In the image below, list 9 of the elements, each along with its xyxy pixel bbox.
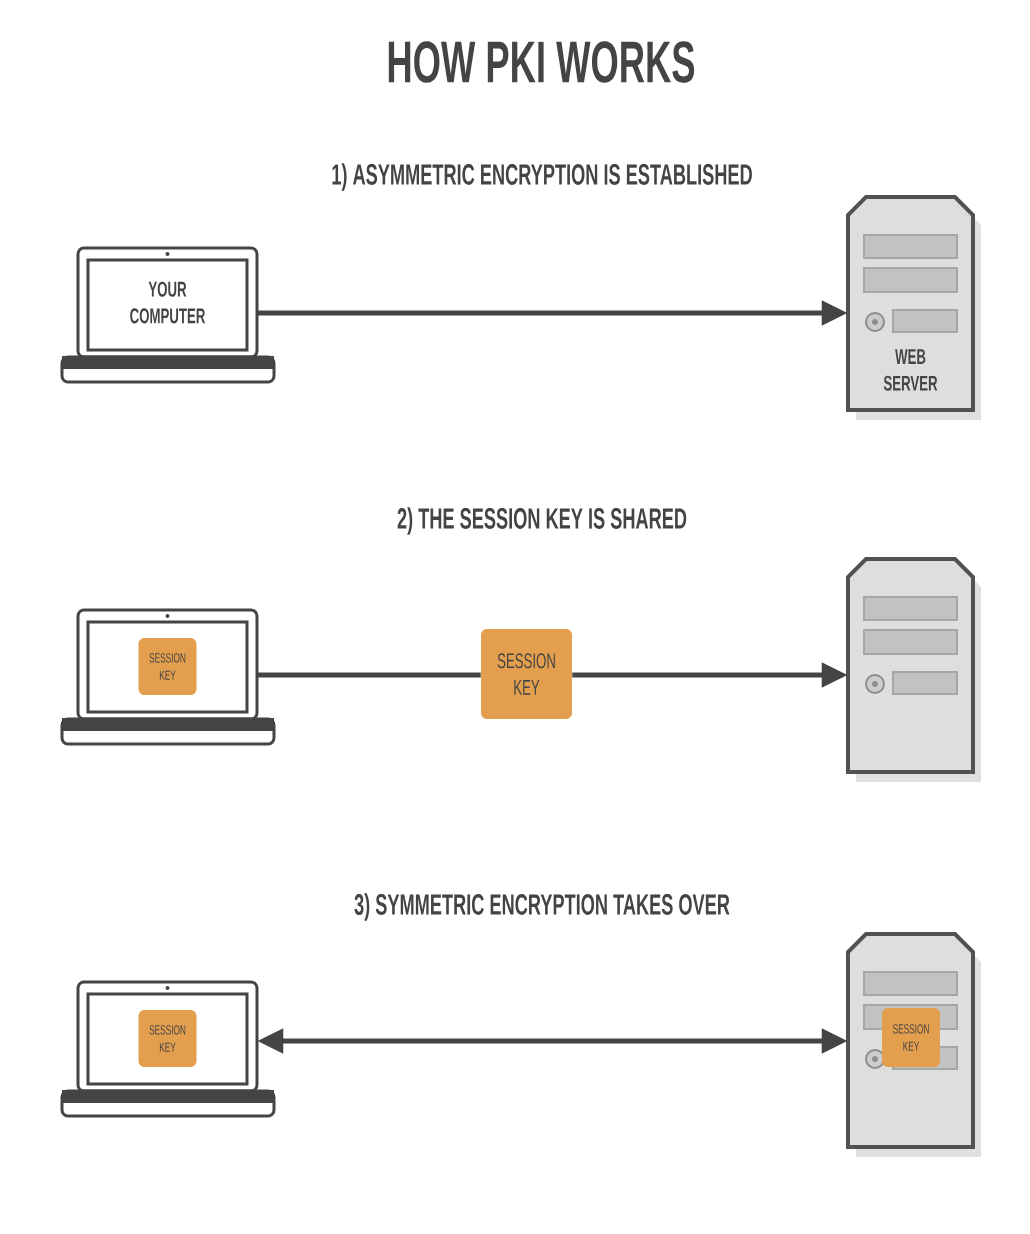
- server-drawing: [846, 557, 981, 782]
- session-key-box: SESSION KEY: [882, 1008, 940, 1067]
- session-key-box: SESSION KEY: [138, 638, 197, 695]
- title: HOW PKI WORKS: [388, 41, 695, 83]
- step-heading: 3) SYMMETRIC ENCRYPTION TAKES OVER: [354, 893, 730, 921]
- step-heading: 1) ASYMMETRIC ENCRYPTION IS ESTABLISHED: [332, 163, 752, 191]
- step-heading: 2) THE SESSION KEY IS SHARED: [397, 507, 687, 535]
- session-key-box: SESSION KEY: [481, 629, 572, 719]
- session-key-box: SESSION KEY: [138, 1010, 197, 1067]
